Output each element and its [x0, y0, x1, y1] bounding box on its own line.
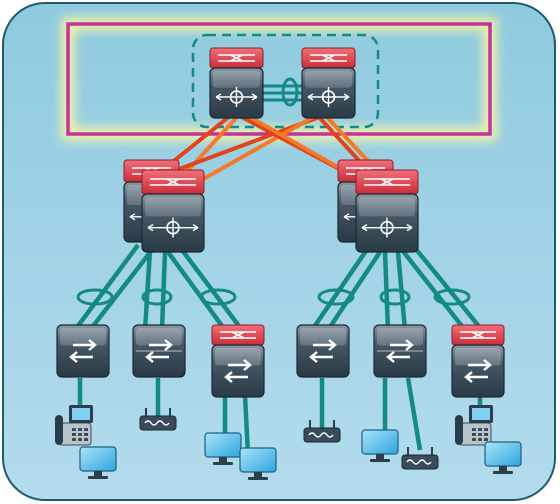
etherchannel-ring — [379, 288, 411, 306]
access-switch-icon — [296, 324, 350, 378]
etherchannel-ring — [433, 288, 471, 306]
link — [405, 377, 423, 451]
core-left-node — [209, 47, 264, 119]
core-interlink — [263, 84, 303, 102]
etherchannel-ring — [317, 288, 355, 306]
monitor-icon — [484, 441, 522, 474]
node-layer — [55, 47, 522, 480]
link — [326, 250, 382, 332]
ip-phone-icon — [455, 405, 493, 446]
dist-left-node — [123, 159, 205, 253]
router-icon — [301, 47, 356, 69]
core-group-dashed-outline — [191, 33, 380, 129]
access-switch-icon — [56, 324, 110, 378]
core-switch-icon — [209, 67, 264, 119]
router-icon — [209, 47, 264, 69]
router-icon — [355, 169, 419, 195]
router-icon — [211, 324, 265, 346]
link — [400, 248, 467, 332]
access-2-node — [132, 324, 186, 378]
etherchannel-ring — [76, 288, 114, 306]
endpoint-group-access-4 — [303, 420, 341, 443]
dist-right-node — [337, 159, 419, 253]
core-switch-icon — [355, 193, 419, 253]
core-switch-icon — [301, 67, 356, 119]
access-6-node — [451, 324, 505, 398]
access-switch-icon — [211, 344, 265, 398]
monitor-icon — [361, 429, 399, 462]
endpoint-group-access-1 — [55, 405, 117, 479]
link — [73, 243, 140, 332]
monitor-icon — [239, 447, 277, 480]
access-4-node — [296, 324, 350, 378]
endpoint-group-access-6 — [455, 405, 522, 474]
access-1-node — [56, 324, 110, 378]
wireless-ap-icon — [139, 408, 177, 431]
endpoint-group-access-3 — [204, 432, 277, 480]
etherchannel-ring — [141, 288, 173, 306]
router-icon — [451, 324, 505, 346]
core-right-node — [301, 47, 356, 119]
wireless-ap-icon — [303, 420, 341, 443]
access-5-node — [373, 324, 427, 378]
access-3-node — [211, 324, 265, 398]
link — [88, 248, 154, 332]
access-switch-icon — [451, 344, 505, 398]
monitor-icon — [79, 446, 117, 479]
ip-phone-icon — [55, 405, 93, 446]
endpoint-group-access-5 — [361, 429, 439, 470]
monitor-icon — [204, 432, 242, 465]
link — [242, 394, 251, 456]
wireless-ap-icon — [401, 447, 439, 470]
core-switch-icon — [141, 193, 205, 253]
link — [142, 249, 153, 331]
router-icon — [141, 169, 205, 195]
access-endpoint-links — [77, 377, 483, 456]
link — [166, 250, 227, 332]
etherchannel-ring — [199, 288, 237, 306]
endpoint-group-access-2 — [139, 408, 177, 431]
